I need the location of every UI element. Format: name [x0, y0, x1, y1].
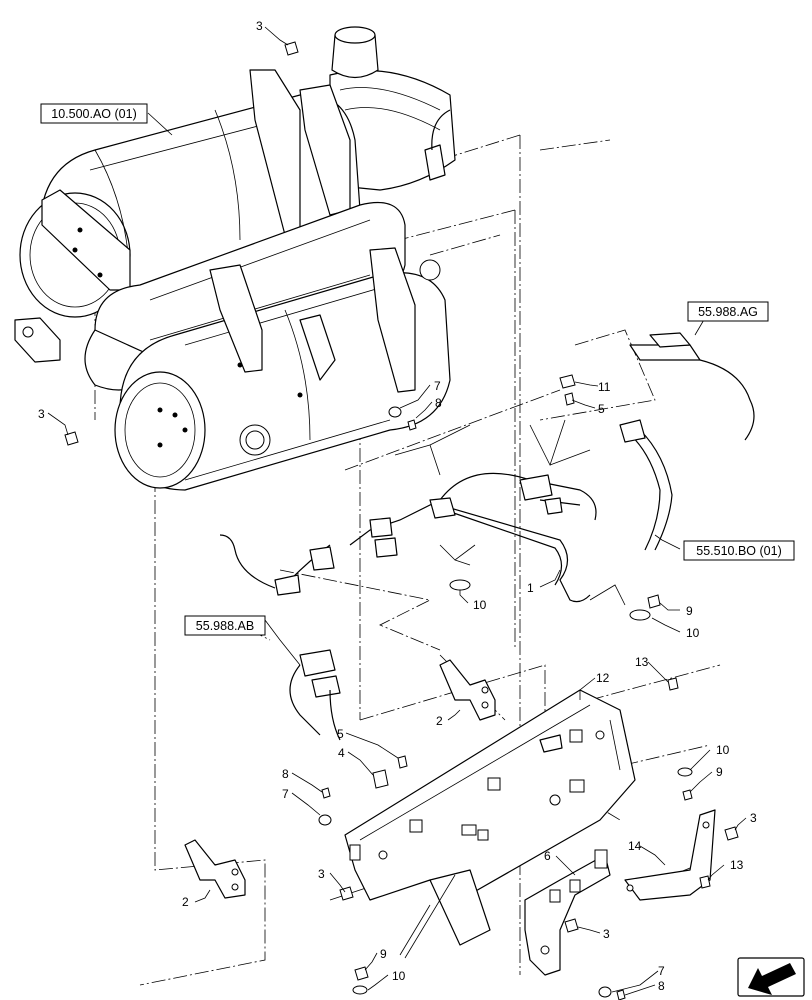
callout-5: 5 [337, 727, 344, 741]
callout-7: 7 [434, 379, 441, 393]
callout-14: 14 [628, 839, 642, 853]
callout-12: 12 [596, 671, 610, 685]
callout-3: 3 [256, 19, 263, 33]
callout-10: 10 [686, 626, 700, 640]
navigation-arrow-button[interactable] [737, 957, 805, 997]
bracket-14 [624, 809, 716, 901]
callout-9: 9 [686, 604, 693, 618]
ref-label-55988ag: 55.988.AG [698, 305, 758, 319]
callout-8: 8 [658, 979, 665, 993]
callout-2: 2 [436, 714, 443, 728]
callout-13: 13 [730, 858, 744, 872]
callout-3: 3 [603, 927, 610, 941]
callout-3: 3 [750, 811, 757, 825]
callout-13: 13 [635, 655, 649, 669]
callout-4: 4 [338, 746, 345, 760]
sensor-tube-55510bo [619, 419, 673, 551]
ref-box-55988ag[interactable]: 55.988.AG [687, 301, 769, 322]
callout-2: 2 [182, 895, 189, 909]
callout-10: 10 [392, 969, 406, 983]
bracket-2-lower [184, 839, 246, 899]
hardware-fasteners [64, 41, 739, 1000]
callout-leaders [47, 26, 747, 996]
callout-9: 9 [716, 765, 723, 779]
callout-10: 10 [473, 598, 487, 612]
exhaust-aftertreatment-assembly [14, 26, 456, 491]
bracket-2-upper [439, 659, 496, 721]
callout-8: 8 [282, 767, 289, 781]
ref-box-55988ab[interactable]: 55.988.AB [184, 615, 266, 636]
mounting-bracket-12 [344, 689, 636, 946]
callout-numbers: 3 3 7 8 11 5 1 10 9 10 12 13 2 5 4 8 7 1… [38, 19, 757, 993]
callout-10: 10 [716, 743, 730, 757]
callout-7: 7 [658, 964, 665, 978]
callout-3: 3 [38, 407, 45, 421]
callout-1: 1 [527, 581, 534, 595]
callout-11: 11 [598, 380, 611, 394]
arrow-down-left-icon [748, 963, 796, 995]
wiring-harness-1 [219, 419, 626, 741]
ref-label-55510bo: 55.510.BO (01) [696, 544, 781, 558]
callout-9: 9 [380, 947, 387, 961]
ref-box-10500ao[interactable]: 10.500.AO (01) [40, 103, 148, 124]
callout-8: 8 [435, 396, 442, 410]
callout-5: 5 [598, 402, 605, 416]
callout-6: 6 [544, 849, 551, 863]
ref-label-55988ab: 55.988.AB [196, 619, 254, 633]
ref-label-10500ao: 10.500.AO (01) [51, 107, 136, 121]
callout-3: 3 [318, 867, 325, 881]
ref-box-55510bo[interactable]: 55.510.BO (01) [683, 540, 795, 561]
sensor-module-55988ag [629, 332, 755, 441]
callout-7: 7 [282, 787, 289, 801]
bracket-6 [524, 849, 611, 976]
